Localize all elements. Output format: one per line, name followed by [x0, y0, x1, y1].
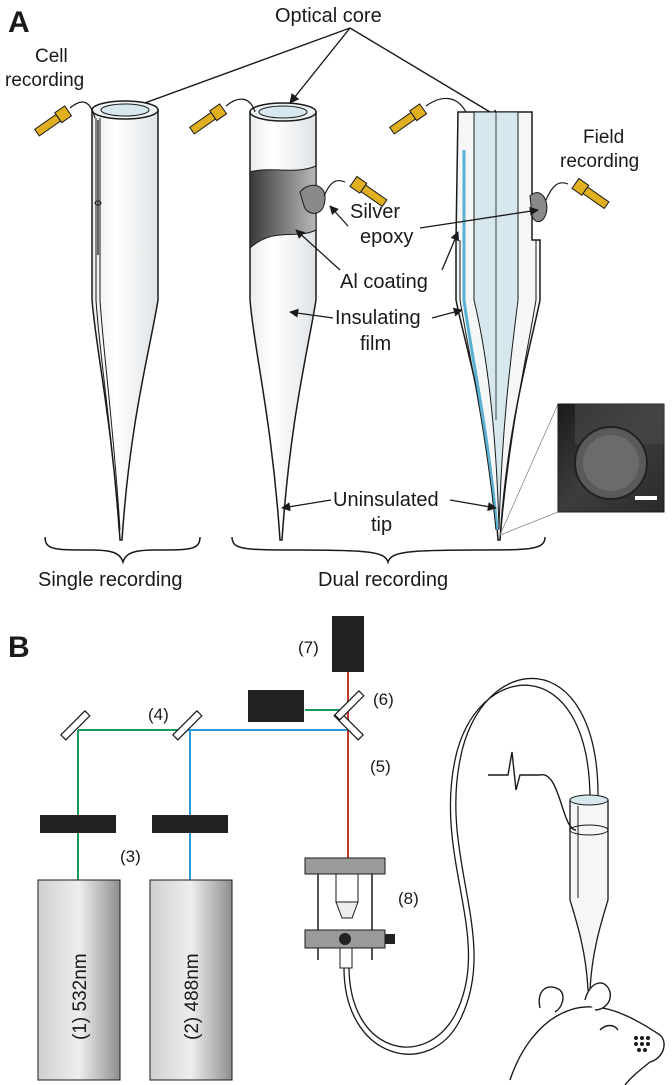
dichroic-mirror-6: [334, 690, 365, 721]
gold-connector-dual-field: [323, 175, 388, 208]
electrode-single: [91, 100, 159, 541]
optical-core-leaders: [111, 27, 501, 119]
electrode-implanted: [569, 794, 609, 991]
label-arrows: [281, 205, 539, 512]
label-field-recording-line1: Field: [583, 127, 624, 148]
mouse-head: [509, 982, 665, 1085]
panel-a-letter: A: [8, 6, 30, 39]
mirror-green: [60, 710, 91, 741]
component-8: (8): [398, 889, 419, 908]
component-4: (4): [148, 705, 169, 724]
mouse-whiskers: [634, 1036, 650, 1052]
beam-blue: [185, 729, 350, 880]
brace-single: [44, 536, 201, 565]
label-silver-epoxy-line1: Silver: [350, 201, 400, 223]
beam-green: [77, 709, 350, 880]
label-cell-recording-line1: Cell: [35, 46, 68, 67]
fiber-cable: [343, 677, 599, 1055]
laser-488: (2) 488nm: [149, 879, 233, 1081]
detector-6: [248, 690, 304, 722]
label-dual-recording: Dual recording: [318, 569, 448, 591]
filter-green: [40, 815, 116, 833]
gold-connector-dual-core: [188, 98, 256, 135]
laser-532: (1) 532nm: [37, 879, 121, 1081]
label-cell-recording-line2: recording: [5, 70, 84, 91]
label-field-recording-line2: recording: [560, 151, 639, 172]
spike-trace: [488, 751, 577, 831]
detector-7: [332, 616, 364, 672]
label-silver-epoxy-line2: epoxy: [360, 226, 413, 248]
gold-connector-section-core: [388, 97, 467, 135]
component-5: (5): [370, 757, 391, 776]
label-insulating-film-line1: Insulating: [335, 307, 421, 329]
electrode-dual-coated: [249, 102, 326, 541]
fiber-coupler-8: [304, 857, 395, 969]
filter-blue: [152, 815, 228, 833]
component-7: (7): [298, 638, 319, 657]
label-insulating-film-line2: film: [360, 333, 391, 355]
label-al-coating: Al coating: [340, 271, 428, 293]
laser-532-label: (1) 532nm: [70, 953, 91, 1040]
dichroic-mirror-4: [172, 710, 203, 741]
label-optical-core: Optical core: [275, 5, 382, 27]
brace-dual: [231, 536, 546, 565]
component-6: (6): [373, 690, 394, 709]
laser-488-label: (2) 488nm: [182, 953, 203, 1040]
label-uninsulated-tip-line1: Uninsulated: [333, 489, 439, 511]
label-single-recording: Single recording: [38, 569, 183, 591]
gold-connector-section-field: [545, 177, 610, 210]
electrode-dual-section: [455, 111, 548, 541]
tip-inset-micrograph: [499, 403, 665, 536]
panel-b-letter: B: [8, 631, 30, 664]
component-3: (3): [120, 847, 141, 866]
gold-connector-cell: [33, 101, 96, 137]
label-uninsulated-tip-line2: tip: [371, 514, 392, 536]
